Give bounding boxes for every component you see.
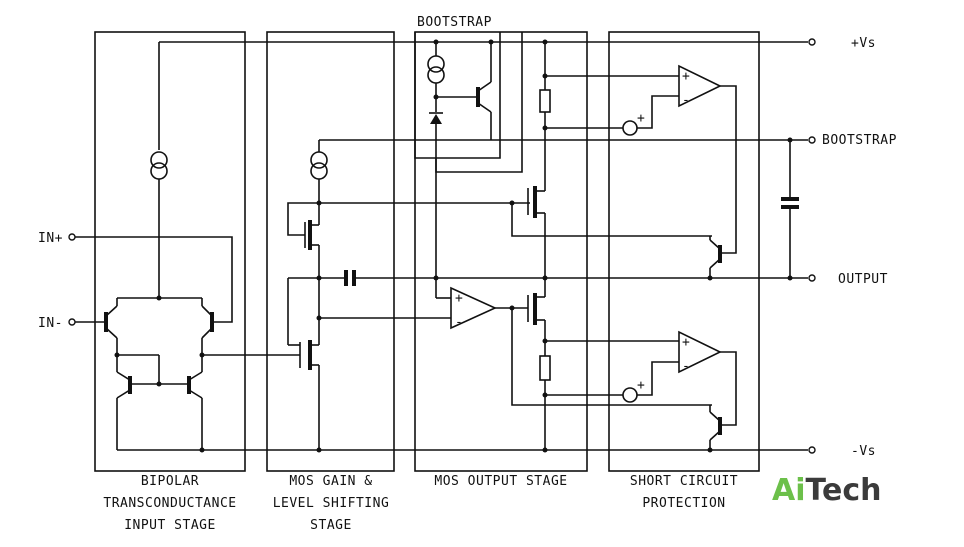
bootstrap-pin bbox=[808, 136, 816, 144]
input-transistor-right-icon bbox=[201, 298, 214, 355]
vs-minus-label: -Vs bbox=[851, 444, 876, 459]
logo-part-ai: Ai bbox=[772, 473, 806, 508]
output-pin-label: OUTPUT bbox=[838, 272, 888, 287]
bootstrap-box bbox=[414, 32, 501, 159]
vs-minus-pin bbox=[808, 446, 816, 454]
compensation-capacitor-icon bbox=[344, 270, 356, 286]
short-circuit-caption-line1: SHORT CIRCUIT bbox=[630, 474, 738, 489]
upper-reference-source-icon bbox=[622, 120, 638, 136]
short-circuit-stage-box bbox=[608, 31, 760, 472]
bipolar-caption-line3: INPUT STAGE bbox=[124, 518, 216, 533]
mirror-transistor-right-icon bbox=[187, 355, 203, 450]
aitech-logo: AiTech bbox=[772, 473, 881, 508]
gain-mosfet-lower-icon bbox=[299, 330, 320, 450]
svg-text:-: - bbox=[682, 93, 690, 108]
lower-sense-resistor-icon bbox=[539, 355, 551, 381]
svg-text:+: + bbox=[637, 378, 645, 393]
svg-text:-: - bbox=[682, 359, 690, 374]
svg-text:-: - bbox=[455, 315, 463, 330]
bootstrap-block-label: BOOTSTRAP bbox=[417, 15, 492, 30]
gain-current-source-icon bbox=[310, 151, 328, 180]
output-mosfet-lower-icon bbox=[527, 293, 546, 356]
mirror-transistor-left-icon bbox=[116, 355, 132, 450]
mos-gain-caption-line2: LEVEL SHIFTING bbox=[273, 496, 390, 511]
upper-comparator-icon bbox=[678, 64, 722, 108]
mos-output-stage-box bbox=[414, 31, 588, 472]
short-circuit-caption-line2: PROTECTION bbox=[642, 496, 725, 511]
mos-gain-caption-line3: STAGE bbox=[310, 518, 352, 533]
logo-part-tech: Tech bbox=[806, 473, 882, 508]
output-rail bbox=[545, 140, 808, 279]
driver-opamp-icon bbox=[450, 286, 497, 330]
in-minus-label: IN- bbox=[38, 316, 63, 331]
svg-text:+: + bbox=[637, 111, 645, 126]
positive-supply-rail bbox=[158, 41, 808, 150]
output-pin bbox=[808, 274, 816, 282]
bootstrap-transistor-icon bbox=[476, 42, 492, 140]
upper-sense-resistor-icon bbox=[539, 89, 551, 113]
svg-text:+: + bbox=[455, 291, 463, 306]
input-transistor-left-icon bbox=[104, 298, 118, 355]
bootstrap-diode-icon bbox=[429, 112, 443, 124]
bootstrap-current-source-icon bbox=[427, 55, 445, 84]
lower-reference-source-icon bbox=[622, 387, 638, 403]
mos-gain-stage-box bbox=[266, 31, 395, 472]
bootstrap-pin-label: BOOTSTRAP bbox=[822, 133, 897, 148]
bipolar-stage-box bbox=[94, 31, 246, 472]
gain-mosfet-upper-icon bbox=[287, 202, 320, 330]
output-mosfet-upper-icon bbox=[527, 183, 546, 278]
lower-protection-transistor-icon bbox=[709, 405, 722, 450]
in-minus-pin bbox=[68, 318, 76, 326]
svg-text:+: + bbox=[682, 69, 690, 84]
bootstrap-capacitor-icon bbox=[781, 197, 799, 209]
vs-plus-pin bbox=[808, 38, 816, 46]
vs-plus-label: +Vs bbox=[851, 36, 876, 51]
input-current-source-icon bbox=[150, 151, 168, 180]
bootstrap-rail bbox=[318, 139, 808, 152]
in-plus-label: IN+ bbox=[38, 231, 63, 246]
in-plus-pin bbox=[68, 233, 76, 241]
mos-output-caption: MOS OUTPUT STAGE bbox=[434, 474, 567, 489]
upper-protection-transistor-icon bbox=[709, 236, 722, 278]
svg-text:+: + bbox=[682, 335, 690, 350]
lower-comparator-icon bbox=[678, 330, 722, 374]
mos-gain-caption-line1: MOS GAIN & bbox=[289, 474, 372, 489]
bipolar-caption-line1: BIPOLAR bbox=[141, 474, 199, 489]
bipolar-caption-line2: TRANSCONDUCTANCE bbox=[103, 496, 236, 511]
